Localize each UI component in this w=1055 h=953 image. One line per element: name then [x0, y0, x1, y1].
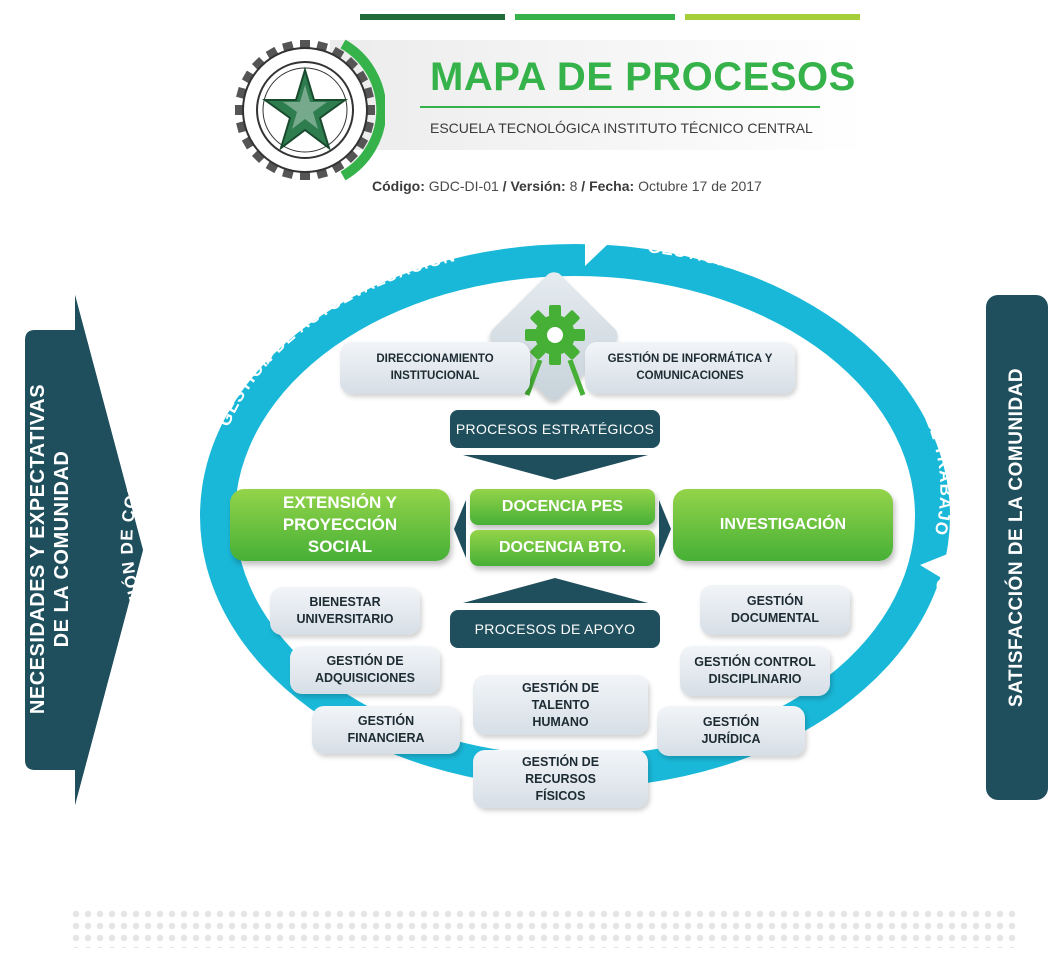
- header-bar-dark: [360, 14, 505, 20]
- meta-sep-1: /: [502, 178, 507, 194]
- ring-chevron-bottom-left: [375, 795, 400, 835]
- ring-chevron-left-bottom: [190, 660, 222, 690]
- title-underline: [420, 106, 820, 108]
- ring-label-ambiental: GESTIÓN AMBIENTAL: [399, 811, 600, 840]
- document-meta: Código: GDC-DI-01 / Versión: 8 / Fecha: …: [372, 178, 762, 194]
- strategic-processes-label: PROCESOS ESTRATÉGICOS: [450, 410, 660, 448]
- support-talento: GESTIÓN DE TALENTO HUMANO: [473, 675, 648, 735]
- mission-docencia-pes: DOCENCIA PES: [470, 489, 655, 525]
- version-label: Versión:: [510, 178, 566, 194]
- support-disciplinario: GESTIÓN CONTROL DISCIPLINARIO: [680, 646, 830, 696]
- support-up-arrow: [463, 578, 648, 603]
- support-recursos: GESTIÓN DE RECURSOS FÍSICOS: [473, 750, 648, 808]
- date-value: Octubre 17 de 2017: [638, 178, 762, 194]
- support-bienestar: BIENESTAR UNIVERSITARIO: [270, 587, 420, 635]
- mission-left-chevron: [454, 500, 466, 558]
- header-bar-mid: [515, 14, 675, 20]
- mission-extension: EXTENSIÓN Y PROYECCIÓN SOCIAL: [230, 489, 450, 561]
- institution-seal-logo: [235, 39, 385, 181]
- support-financiera: GESTIÓN FINANCIERA: [312, 706, 460, 754]
- code-label: Código:: [372, 178, 425, 194]
- date-label: Fecha:: [589, 178, 635, 194]
- ring-chevron-bottom-right: [625, 803, 650, 835]
- code-value: GDC-DI-01: [428, 178, 499, 194]
- header-bar-light: [685, 14, 860, 20]
- header-band: [330, 40, 870, 150]
- output-box: [986, 295, 1048, 800]
- ring-chevron-right: [920, 553, 958, 588]
- strategic-informatica: GESTIÓN DE INFORMÁTICA Y COMUNICACIONES: [585, 342, 795, 394]
- bottom-pattern-band: [70, 908, 1020, 948]
- ring-chevron-top: [585, 222, 608, 266]
- strategic-legs: [524, 360, 586, 396]
- page-subtitle: ESCUELA TECNOLÓGICA INSTITUTO TÉCNICO CE…: [430, 120, 813, 136]
- support-adquisiciones: GESTIÓN DE ADQUISICIONES: [290, 646, 440, 694]
- mission-docencia-bto: DOCENCIA BTO.: [470, 530, 655, 566]
- support-processes-label: PROCESOS DE APOYO: [450, 610, 660, 648]
- input-arrow-shape: [25, 295, 143, 805]
- support-documental: GESTIÓN DOCUMENTAL: [700, 585, 850, 635]
- strategic-down-arrow: [463, 455, 648, 480]
- strategic-direccionamiento: DIRECCIONAMIENTO INSTITUCIONAL: [340, 342, 530, 394]
- page-title: MAPA DE PROCESOS: [430, 55, 856, 99]
- ring-chevron-left-top: [255, 340, 280, 365]
- gear-icon: [525, 305, 585, 365]
- mission-right-chevron: [659, 500, 671, 558]
- meta-sep-2: /: [581, 178, 586, 194]
- version-value: 8: [569, 178, 578, 194]
- mission-investigacion: INVESTIGACIÓN: [673, 489, 893, 561]
- support-juridica: GESTIÓN JURÍDICA: [657, 706, 805, 756]
